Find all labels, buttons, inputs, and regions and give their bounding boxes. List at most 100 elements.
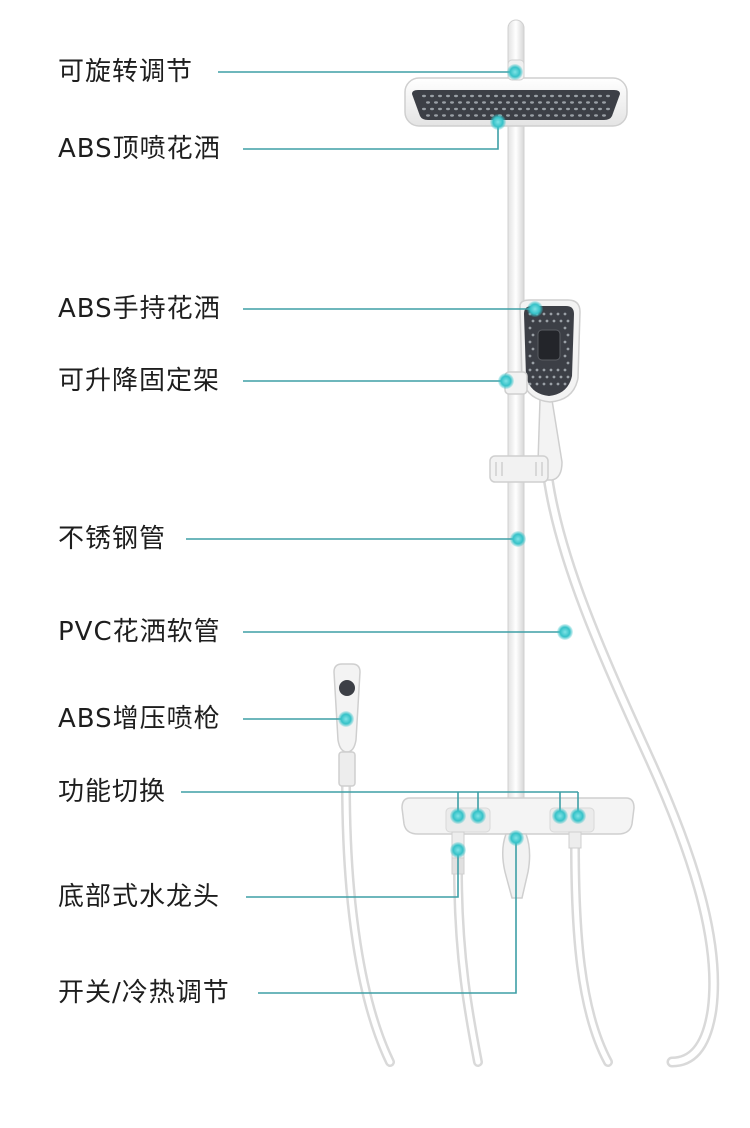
nozzle-dot (438, 107, 442, 111)
nozzle-dot (458, 114, 462, 117)
nozzle-dot (502, 94, 506, 98)
nozzle-dot (566, 333, 570, 337)
nozzle-dot (442, 114, 446, 117)
nozzle-dot (426, 114, 430, 117)
nozzle-dot (450, 101, 454, 104)
nozzle-dot (549, 368, 553, 372)
nozzle-dot (518, 107, 522, 111)
hand-shower (519, 299, 581, 481)
nozzle-dot (563, 340, 567, 344)
nozzle-dot (582, 94, 586, 98)
nozzle-dot (590, 94, 594, 98)
nozzle-dot (558, 94, 562, 98)
nozzle-dot (426, 101, 430, 104)
nozzle-dot (531, 375, 535, 379)
nozzle-dot (470, 107, 474, 111)
nozzle-dot (598, 94, 602, 98)
nozzle-dot (530, 101, 534, 104)
nozzle-dot (466, 101, 470, 104)
nozzle-dot (590, 107, 594, 111)
nozzle-dot (506, 114, 510, 117)
nozzle-dot (538, 319, 542, 323)
nozzle-dot (546, 114, 550, 117)
marker-function-switch-4 (570, 808, 586, 824)
nozzle-dot (566, 347, 570, 351)
label-rotatable: 可旋转调节 (58, 57, 194, 87)
nozzle-dot (438, 94, 442, 98)
nozzle-dot (549, 382, 553, 386)
nozzle-dot (559, 319, 563, 323)
nozzle-dot (522, 101, 526, 104)
nozzle-dot (490, 101, 494, 104)
nozzle-dot (535, 382, 539, 386)
nozzle-dot (563, 312, 567, 316)
nozzle-dot (562, 101, 566, 104)
marker-pvc-hose (557, 624, 573, 640)
nozzle-dot (538, 114, 542, 117)
nozzle-dot (498, 101, 502, 104)
nozzle-dot (542, 312, 546, 316)
label-top-shower: ABS顶喷花洒 (58, 134, 221, 164)
nozzle-dot (526, 94, 530, 98)
shower-nozzles (422, 94, 610, 117)
nozzle-dot (556, 312, 560, 316)
nozzle-dot (466, 114, 470, 117)
nozzle-dot (528, 368, 532, 372)
marker-function-switch-3 (552, 808, 568, 824)
mixer-shelf (401, 797, 635, 899)
label-function-switch: 功能切换 (58, 777, 167, 807)
label-lift-bracket: 可升降固定架 (58, 366, 221, 396)
nozzle-dot (566, 375, 570, 379)
nozzle-dot (446, 107, 450, 111)
nozzle-dot (528, 340, 532, 344)
nozzle-dot (422, 94, 426, 98)
nozzle-dot (549, 312, 553, 316)
pressurized-spray-gun (333, 663, 361, 787)
nozzle-dot (502, 107, 506, 111)
nozzle-dot (563, 326, 567, 330)
nozzle-dot (570, 101, 574, 104)
nozzle-dot (531, 333, 535, 337)
nozzle-dot (482, 101, 486, 104)
marker-function-switch-2 (470, 808, 486, 824)
nozzle-dot (470, 94, 474, 98)
marker-hand-shower (527, 301, 543, 317)
nozzle-dot (446, 94, 450, 98)
nozzle-dot (598, 107, 602, 111)
top-shower-head-face (412, 90, 620, 120)
nozzle-dot (566, 319, 570, 323)
nozzle-dot (430, 107, 434, 111)
label-pvc-hose: PVC花洒软管 (58, 617, 221, 647)
nozzle-dot (514, 101, 518, 104)
marker-rotatable (507, 64, 523, 80)
nozzle-dot (606, 107, 610, 111)
nozzle-dot (458, 101, 462, 104)
marker-steel-pipe (510, 531, 526, 547)
nozzle-dot (494, 107, 498, 111)
nozzle-dot (563, 354, 567, 358)
label-hand-shower: ABS手持花洒 (58, 294, 221, 324)
nozzle-dot (558, 107, 562, 111)
nozzle-dot (550, 94, 554, 98)
nozzle-dot (552, 375, 556, 379)
nozzle-dot (528, 382, 532, 386)
pvc-shower-hose (542, 472, 720, 1068)
nozzle-dot (559, 375, 563, 379)
marker-spray-gun (338, 711, 354, 727)
nozzle-dot (518, 94, 522, 98)
leader-bottom-faucet (246, 852, 459, 898)
nozzle-dot (486, 94, 490, 98)
nozzle-dot (562, 114, 566, 117)
nozzle-dot (552, 319, 556, 323)
nozzle-dot (462, 94, 466, 98)
nozzle-dot (578, 114, 582, 117)
nozzle-dot (582, 107, 586, 111)
nozzle-dot (478, 107, 482, 111)
leader-top-shower (243, 122, 499, 150)
nozzle-dot (510, 107, 514, 111)
marker-bottom-faucet (450, 842, 466, 858)
nozzle-dot (530, 114, 534, 117)
nozzle-dot (594, 114, 598, 117)
nozzle-dot (434, 114, 438, 117)
